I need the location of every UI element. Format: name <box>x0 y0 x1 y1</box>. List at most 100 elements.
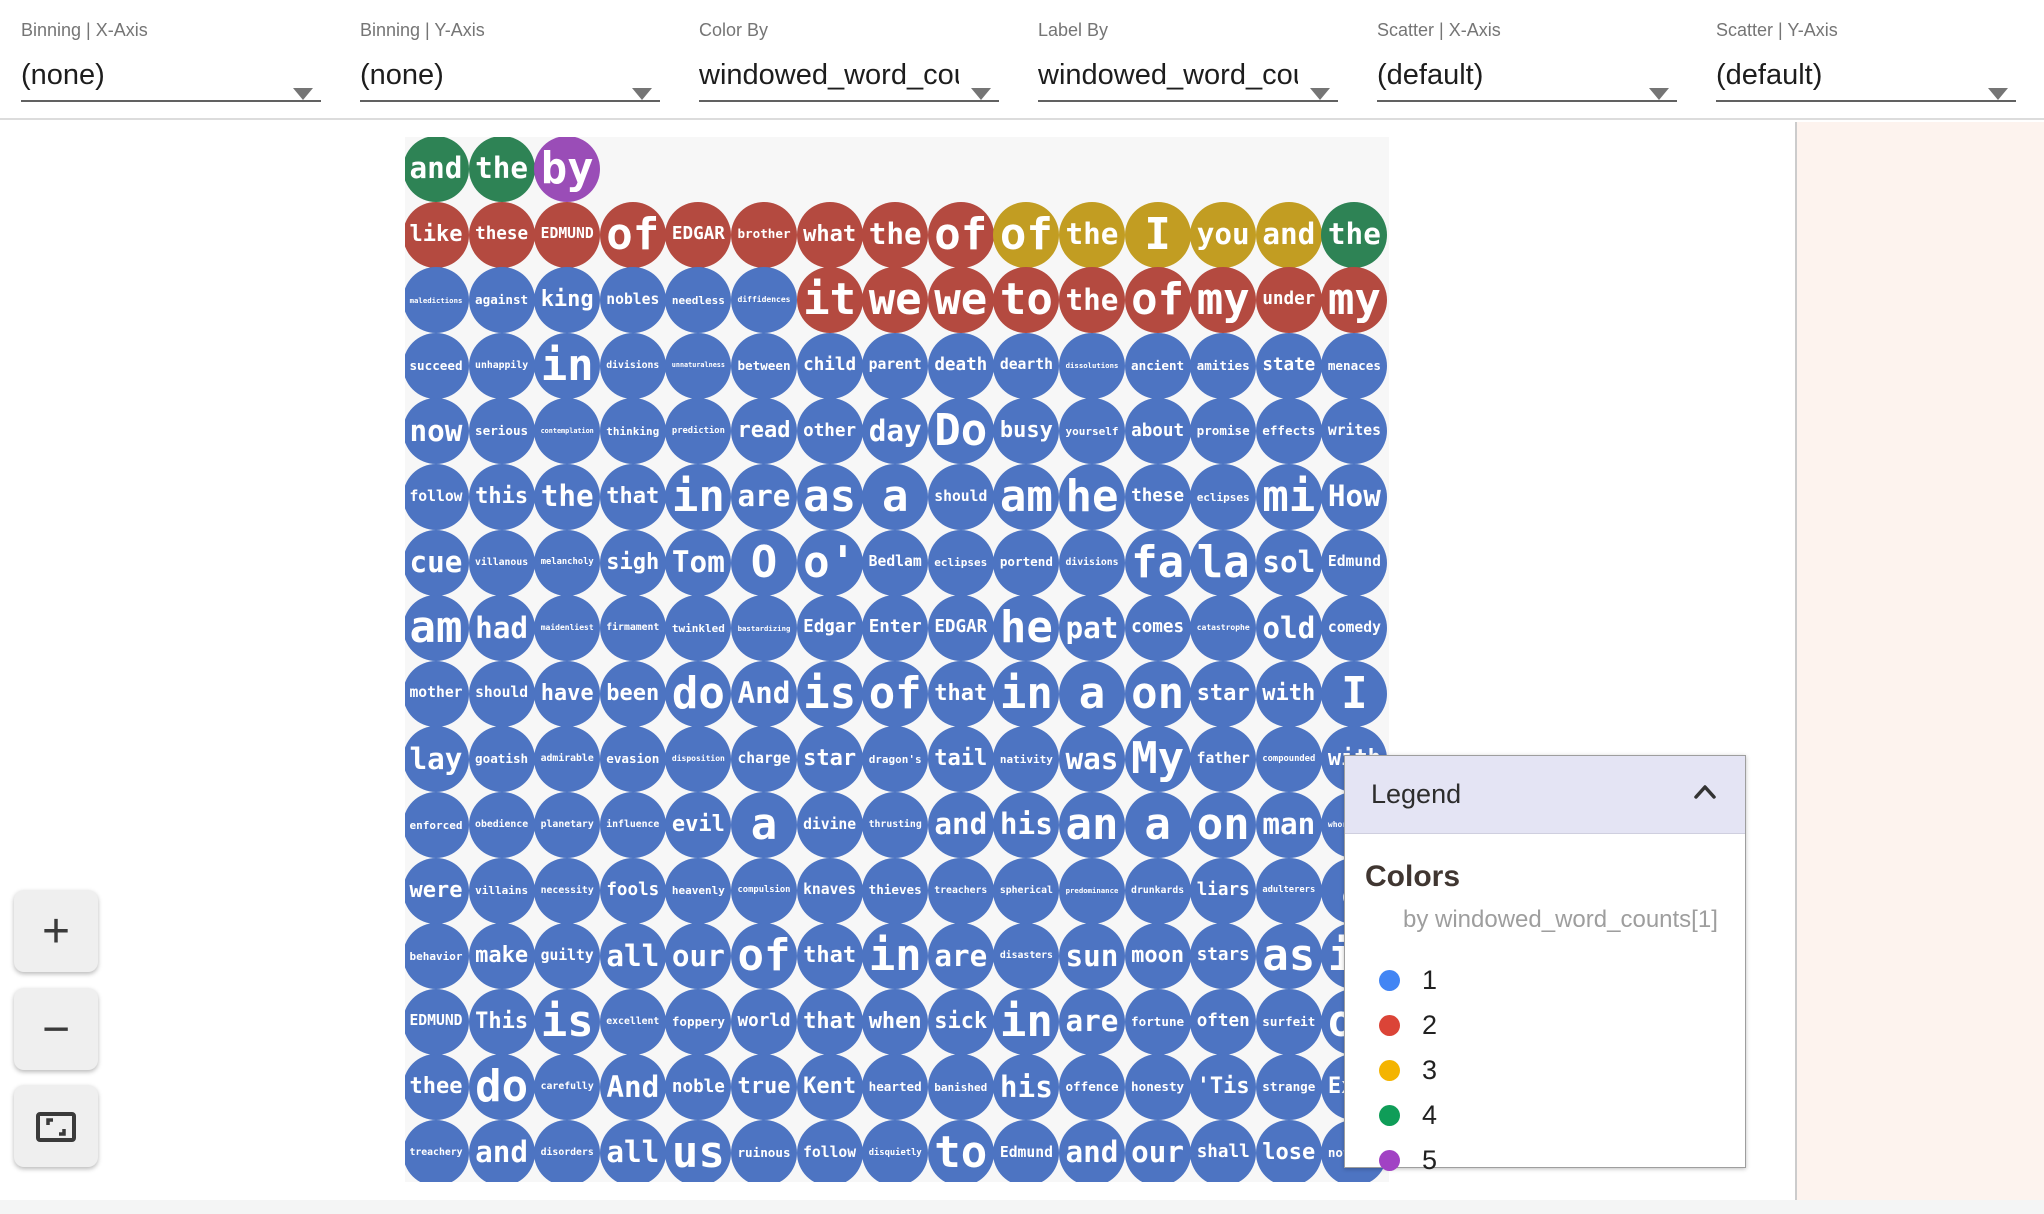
word-circle[interactable]: banished <box>927 1054 994 1121</box>
word-circle[interactable]: brother <box>731 201 797 268</box>
word-circle[interactable]: is <box>796 660 863 727</box>
word-circle[interactable]: Edmund <box>993 1120 1060 1182</box>
word-circle[interactable]: in <box>534 332 601 399</box>
word-circle[interactable]: am <box>405 595 469 662</box>
word-circle[interactable]: influence <box>599 792 666 858</box>
word-circle[interactable]: bastardizing <box>731 595 797 662</box>
word-circle[interactable]: comedy <box>1321 595 1388 662</box>
toolbar-field-0[interactable]: Binning | X-Axis(none) <box>21 20 321 118</box>
word-circle[interactable]: menaces <box>1321 332 1388 399</box>
word-circle[interactable]: honesty <box>1124 1054 1191 1121</box>
word-circle[interactable]: noble <box>665 1054 732 1121</box>
word-circle[interactable]: under <box>1255 267 1322 334</box>
word-circle[interactable]: cue <box>405 529 469 596</box>
word-circle[interactable]: surfeit <box>1255 988 1322 1055</box>
word-circle[interactable]: obedience <box>468 792 535 858</box>
word-circle[interactable]: tail <box>927 726 994 793</box>
word-circle[interactable]: Do <box>927 398 994 465</box>
word-circle[interactable]: man <box>1255 792 1322 858</box>
word-circle[interactable]: on <box>1190 792 1257 858</box>
word-circle[interactable]: divisions <box>599 332 666 399</box>
word-circle[interactable]: twinkled <box>665 595 732 662</box>
word-circle[interactable]: thinking <box>599 398 666 465</box>
word-circle[interactable]: our <box>665 923 732 990</box>
word-circle[interactable]: between <box>731 332 797 399</box>
dropdown-arrow-icon[interactable] <box>1988 88 2008 100</box>
word-circle[interactable]: was <box>1059 726 1125 793</box>
word-circle[interactable]: predominance <box>1059 857 1125 924</box>
word-circle[interactable]: like <box>405 201 469 268</box>
word-circle[interactable]: a <box>731 792 797 858</box>
word-circle[interactable]: I <box>1124 201 1191 268</box>
word-circle[interactable]: maidenliest <box>534 595 601 662</box>
word-circle[interactable]: O <box>731 529 797 596</box>
word-circle[interactable]: thieves <box>862 857 929 924</box>
word-circle[interactable]: father <box>1190 726 1257 793</box>
word-circle[interactable]: dearth <box>993 332 1060 399</box>
word-circle[interactable]: thee <box>405 1054 469 1121</box>
word-circle[interactable]: unhappily <box>468 332 535 399</box>
word-circle[interactable]: Bedlam <box>862 529 929 596</box>
word-circle[interactable]: as <box>796 464 863 530</box>
word-circle[interactable]: divine <box>796 792 863 858</box>
toolbar-field-value[interactable]: (default) <box>1377 59 1484 91</box>
word-circle[interactable]: compulsion <box>731 857 797 924</box>
word-circle[interactable]: succeed <box>405 332 469 399</box>
word-circle[interactable]: about <box>1124 398 1191 465</box>
word-circle[interactable]: we <box>927 267 994 334</box>
word-circle[interactable]: serious <box>468 398 535 465</box>
word-circle[interactable]: strange <box>1255 1054 1322 1121</box>
word-circle[interactable]: follow <box>796 1120 863 1182</box>
word-circle[interactable]: behavior <box>405 923 469 990</box>
word-circle[interactable]: king <box>534 267 601 334</box>
word-circle[interactable]: promise <box>1190 398 1257 465</box>
word-circle[interactable]: and <box>405 137 469 202</box>
word-circle[interactable]: heavenly <box>665 857 732 924</box>
word-circle[interactable]: EDGAR <box>665 201 732 268</box>
word-circle[interactable]: unnaturalness <box>665 332 732 399</box>
word-circle[interactable]: as <box>1255 923 1322 990</box>
word-circle[interactable]: Enter <box>862 595 929 662</box>
word-circle[interactable]: knaves <box>796 857 863 924</box>
word-circle[interactable]: other <box>796 398 863 465</box>
word-circle[interactable]: This <box>468 988 535 1055</box>
word-circle[interactable]: sigh <box>599 529 666 596</box>
word-circle[interactable]: evil <box>665 792 732 858</box>
word-circle[interactable]: How <box>1321 464 1388 530</box>
dropdown-arrow-icon[interactable] <box>1649 88 1669 100</box>
word-circle[interactable]: the <box>468 137 535 202</box>
word-circle[interactable]: world <box>731 988 797 1055</box>
word-circle[interactable]: sol <box>1255 529 1322 596</box>
word-circle[interactable]: a <box>1059 660 1125 727</box>
word-circle[interactable]: disquietly <box>862 1120 929 1182</box>
word-circle[interactable]: should <box>927 464 994 530</box>
word-circle[interactable]: busy <box>993 398 1060 465</box>
word-circle[interactable]: been <box>599 660 666 727</box>
dropdown-arrow-icon[interactable] <box>293 88 313 100</box>
word-circle[interactable]: read <box>731 398 797 465</box>
word-circle[interactable]: prediction <box>665 398 732 465</box>
word-circle[interactable]: goatish <box>468 726 535 793</box>
word-circle[interactable]: with <box>1255 660 1322 727</box>
word-circle[interactable]: and <box>1059 1120 1125 1182</box>
word-circle[interactable]: Edgar <box>796 595 863 662</box>
word-circle[interactable]: comes <box>1124 595 1191 662</box>
word-circle[interactable]: of <box>731 923 797 990</box>
word-circle[interactable]: portend <box>993 529 1060 596</box>
word-circle[interactable]: have <box>534 660 601 727</box>
word-circle[interactable]: to <box>927 1120 994 1182</box>
word-circle[interactable]: his <box>993 792 1060 858</box>
chevron-up-icon[interactable] <box>1691 782 1719 807</box>
word-circle[interactable]: and <box>1255 201 1322 268</box>
word-circle[interactable]: that <box>796 923 863 990</box>
word-circle[interactable]: us <box>665 1120 732 1182</box>
word-circle[interactable]: liars <box>1190 857 1257 924</box>
word-circle[interactable]: by <box>534 137 601 202</box>
word-circle[interactable]: hearted <box>862 1054 929 1121</box>
toolbar-field-value[interactable]: windowed_word_counts[1] <box>699 59 959 91</box>
word-circle[interactable]: eclipses <box>1190 464 1257 530</box>
word-circle[interactable]: excellent <box>599 988 666 1055</box>
word-circle[interactable]: necessity <box>534 857 601 924</box>
